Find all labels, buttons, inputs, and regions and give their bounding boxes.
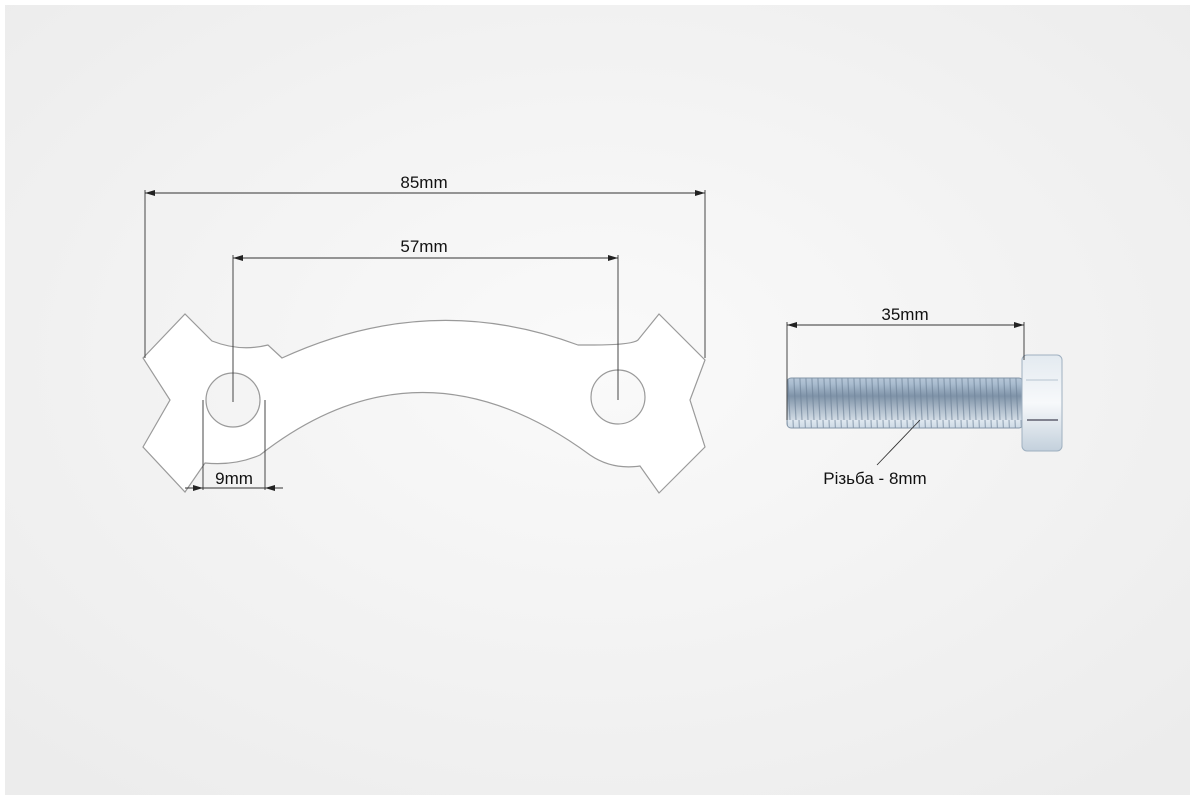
bolt: [786, 354, 1063, 452]
overall-length-label: 85mm: [400, 173, 447, 192]
hole-spacing-label: 57mm: [400, 237, 447, 256]
bolt-thread-label: Різьба - 8mm: [823, 469, 926, 488]
dimension-arrows: [145, 190, 1024, 491]
dimension-lines: [144, 190, 1025, 490]
lock-plate: [142, 313, 706, 494]
bolt-length-label: 35mm: [881, 305, 928, 324]
hole-diameter-label: 9mm: [215, 469, 253, 488]
